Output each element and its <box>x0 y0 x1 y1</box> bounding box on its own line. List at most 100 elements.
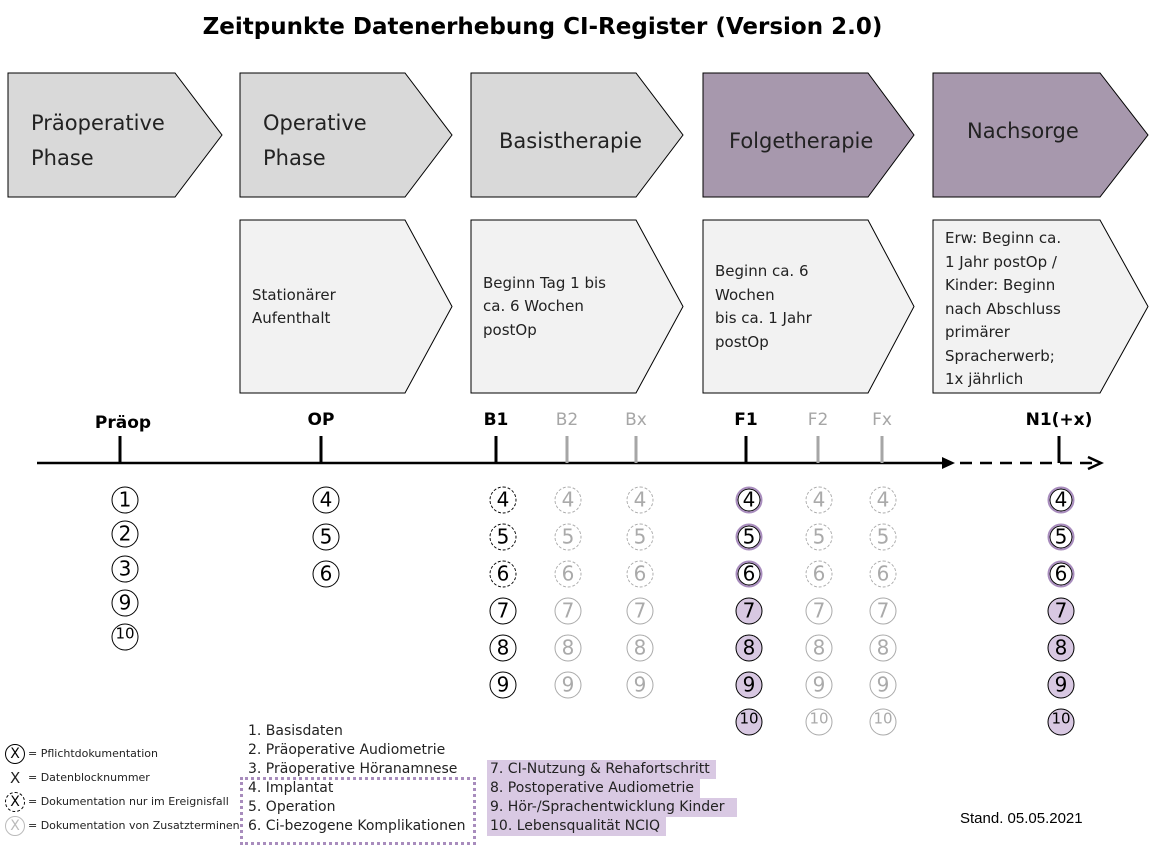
subphase-line: ca. 6 Wochen <box>483 297 584 316</box>
subphase-line: Erw: Beginn ca. <box>945 229 1062 247</box>
phase-label-line: Operative <box>263 111 367 135</box>
phase-label-line: Phase <box>263 146 326 170</box>
datablock-marker: 6 <box>869 560 897 588</box>
timepoint-label: B2 <box>555 410 579 430</box>
legend-text: = Datenblocknummer <box>28 771 150 784</box>
datablock-marker: 9 <box>554 671 582 699</box>
legend-text: = Dokumentation von Zusatzterminen <box>28 819 240 832</box>
subphase-line: postOp <box>715 332 769 351</box>
subphase-description: Erw: Beginn ca. 1 Jahr postOp / Kinder: Be… <box>945 227 1061 392</box>
datablock-marker: 10 <box>805 708 833 736</box>
subphase-line: Spracherwerb; <box>945 346 1055 365</box>
datablock-list-followup: 7. CI-Nutzung & Rehafortschritt 8. Posto… <box>484 760 737 836</box>
datablock-list: 1. Basisdaten 2. Präoperative Audiometri… <box>245 722 465 836</box>
datablock-marker: 4 <box>1047 486 1075 514</box>
datablock-marker: 6 <box>489 560 517 588</box>
datablock-marker: 4 <box>805 486 833 514</box>
subphase-line: 1 Jahr postOp / <box>945 252 1057 271</box>
datablock-marker: 2 <box>111 520 139 548</box>
datablock-marker: 5 <box>312 523 340 551</box>
legend-symbol-event: X <box>5 792 25 812</box>
subphase-line: Beginn ca. 6 <box>715 262 809 280</box>
datablock-item: 8. Postoperative Audiometrie <box>487 779 701 798</box>
phase-chevron <box>239 72 453 198</box>
subphase-line: Kinder: Beginn <box>945 276 1056 294</box>
datablock-marker: 10 <box>1047 708 1075 736</box>
datablock-item: 1. Basisdaten <box>248 723 343 739</box>
datablock-marker: 9 <box>111 589 139 617</box>
timepoint-label: F1 <box>734 410 758 430</box>
phase-chevron <box>932 72 1149 198</box>
datablock-item: 5. Operation <box>248 799 336 815</box>
phase-label-line: Präoperative <box>31 111 165 135</box>
datablock-marker: 8 <box>869 634 897 662</box>
subphase-chevron <box>932 219 1149 394</box>
datablock-marker: 9 <box>489 671 517 699</box>
datablock-marker: 7 <box>869 597 897 625</box>
datablock-item: 3. Präoperative Höranamnese <box>248 761 458 777</box>
phase-chevron <box>7 72 223 198</box>
datablock-marker: 6 <box>735 560 763 588</box>
datablock-marker: 5 <box>554 523 582 551</box>
datablock-marker: 4 <box>735 486 763 514</box>
datablock-marker: 8 <box>735 634 763 662</box>
subphase-line: Beginn Tag 1 bis <box>483 273 606 292</box>
datablock-item: 7. CI-Nutzung & Rehafortschritt <box>487 760 716 779</box>
datablock-marker: 4 <box>554 486 582 514</box>
subphase-line: Stationärer <box>252 285 336 304</box>
timepoint-label: OP <box>307 410 335 430</box>
phase-label: Nachsorge <box>967 114 1079 149</box>
phase-label-line: Basistherapie <box>499 129 643 153</box>
timepoint-label: B1 <box>483 410 509 430</box>
subphase-line: nach Abschluss <box>945 299 1061 318</box>
datablock-marker: 10 <box>869 708 897 736</box>
datablock-item: 4. Implantat <box>248 780 334 796</box>
datablock-marker: 5 <box>735 523 763 551</box>
datablock-item: 2. Präoperative Audiometrie <box>248 742 446 758</box>
subphase-chevron <box>702 219 915 394</box>
datablock-marker: 7 <box>1047 597 1075 625</box>
datablock-item: 10. Lebensqualität NCIQ <box>487 817 667 836</box>
datablock-marker: 5 <box>626 523 654 551</box>
timeline-arrow-end <box>1087 455 1104 471</box>
legend-text: = Dokumentation nur im Ereignisfall <box>28 795 229 808</box>
subphase-line: bis ca. 1 Jahr <box>715 309 812 327</box>
timepoint-label: Bx <box>625 410 647 430</box>
datablock-marker: 4 <box>626 486 654 514</box>
legend-text: = Pflichtdokumentation <box>28 747 158 760</box>
diagram-title: Zeitpunkte Datenerhebung CI-Register (Ve… <box>202 14 883 40</box>
datablock-item: 6. Ci-bezogene Komplikationen <box>248 818 466 834</box>
datablock-marker: 7 <box>489 597 517 625</box>
datablock-marker: 1 <box>111 486 139 514</box>
datablock-group-box <box>240 777 476 845</box>
datablock-marker: 7 <box>554 597 582 625</box>
legend-symbol-mandatory: X <box>5 744 25 764</box>
datablock-marker: 9 <box>735 671 763 699</box>
datablock-marker: 4 <box>312 486 340 514</box>
subphase-chevron <box>239 219 453 394</box>
legend-symbol-additional: X <box>5 816 25 836</box>
datablock-marker: 7 <box>805 597 833 625</box>
phase-label-line: Folgetherapie <box>729 129 874 153</box>
datablock-marker: 8 <box>1047 634 1075 662</box>
datablock-marker: 4 <box>489 486 517 514</box>
datablock-marker: 6 <box>1047 560 1075 588</box>
phase-label: Folgetherapie <box>729 124 873 159</box>
timepoint-label: N1(+x) <box>1025 410 1093 430</box>
datablock-marker: 9 <box>1047 671 1075 699</box>
datablock-marker: 3 <box>111 555 139 583</box>
datablock-marker: 9 <box>805 671 833 699</box>
datablock-marker: 5 <box>489 523 517 551</box>
datablock-marker: 8 <box>554 634 582 662</box>
stand-date: Stand. 05.05.2021 <box>960 810 1083 827</box>
datablock-marker: 7 <box>626 597 654 625</box>
datablock-marker: 10 <box>735 708 763 736</box>
phase-chevron <box>470 72 684 198</box>
datablock-marker: 8 <box>489 634 517 662</box>
timeline-arrowhead <box>942 457 955 469</box>
datablock-marker: 5 <box>869 523 897 551</box>
